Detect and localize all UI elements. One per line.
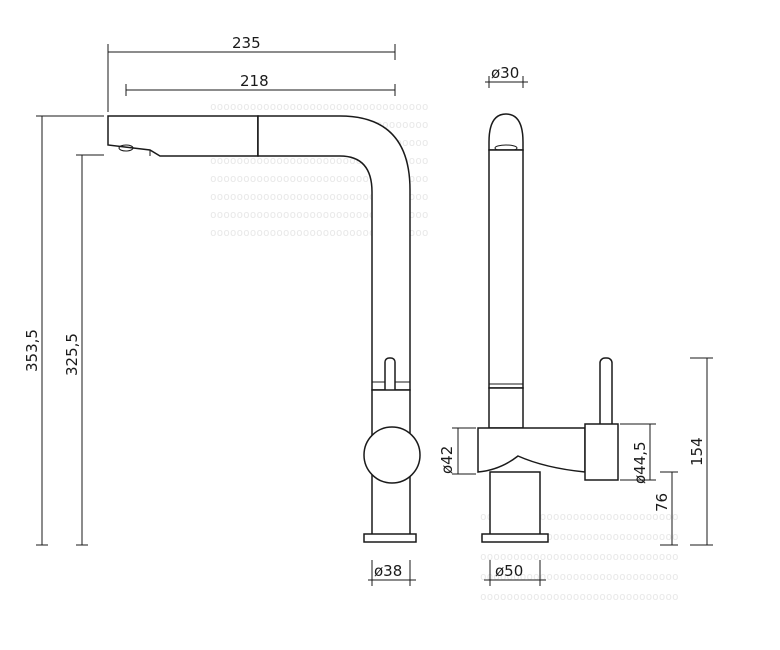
dim-label-d42: ø42 bbox=[438, 446, 456, 474]
dim-head-diameter: ø30 bbox=[485, 64, 528, 88]
dim-base-front-diameter: ø38 bbox=[368, 560, 416, 586]
dim-label-d50: ø50 bbox=[495, 562, 523, 580]
side-lever-stem bbox=[599, 357, 613, 431]
svg-text:oooooooooooooooooooooooooooooo: ooooooooooooooooooooooooooooooooo bbox=[210, 100, 429, 113]
dim-label-76: 76 bbox=[653, 493, 671, 512]
dim-base-side-diameter: ø50 bbox=[484, 560, 546, 586]
dim-label-325-5: 325,5 bbox=[63, 333, 81, 376]
spout-arm bbox=[257, 115, 411, 391]
dim-height-spout: 325,5 bbox=[63, 154, 104, 546]
dim-body-diameter: ø42 bbox=[438, 427, 476, 475]
side-lower-tube bbox=[488, 387, 524, 429]
dim-label-d38: ø38 bbox=[374, 562, 402, 580]
spout-head bbox=[107, 115, 259, 157]
dim-label-154: 154 bbox=[688, 437, 706, 466]
dim-label-d44-5: ø44,5 bbox=[631, 441, 649, 484]
dim-label-353-5: 353,5 bbox=[23, 329, 41, 372]
side-head bbox=[488, 113, 524, 151]
side-base-column bbox=[489, 471, 541, 539]
dim-label-218: 218 bbox=[240, 72, 269, 90]
base-plate-side bbox=[481, 533, 549, 543]
cartridge-circle bbox=[363, 426, 421, 484]
side-lever-head bbox=[584, 423, 619, 481]
front-view bbox=[107, 115, 421, 543]
dim-side-diameter: ø44,5 bbox=[620, 423, 656, 484]
dim-height-total: 353,5 bbox=[23, 115, 104, 546]
side-view bbox=[477, 113, 619, 543]
side-tube bbox=[488, 149, 524, 389]
dim-label-d30: ø30 bbox=[491, 64, 519, 82]
dim-width-total: 235 bbox=[107, 34, 396, 112]
svg-text:oooooooooooooooooooooooooooooo: oooooooooooooooooooooooooooooo bbox=[480, 550, 679, 563]
dim-height-lever: 154 bbox=[688, 357, 713, 546]
base-plate-front bbox=[363, 533, 417, 543]
watermark-pattern: ooooooooooooooooooooooooooooooooo oooooo… bbox=[210, 100, 679, 603]
dim-width-spout: 218 bbox=[125, 72, 396, 96]
side-mixer-body bbox=[477, 427, 586, 473]
dim-height-base: 76 bbox=[653, 471, 678, 546]
svg-text:oooooooooooooooooooooooooooooo: oooooooooooooooooooooooooooooo bbox=[480, 590, 679, 603]
dim-label-235: 235 bbox=[232, 34, 261, 52]
spout-outlet bbox=[118, 144, 134, 152]
